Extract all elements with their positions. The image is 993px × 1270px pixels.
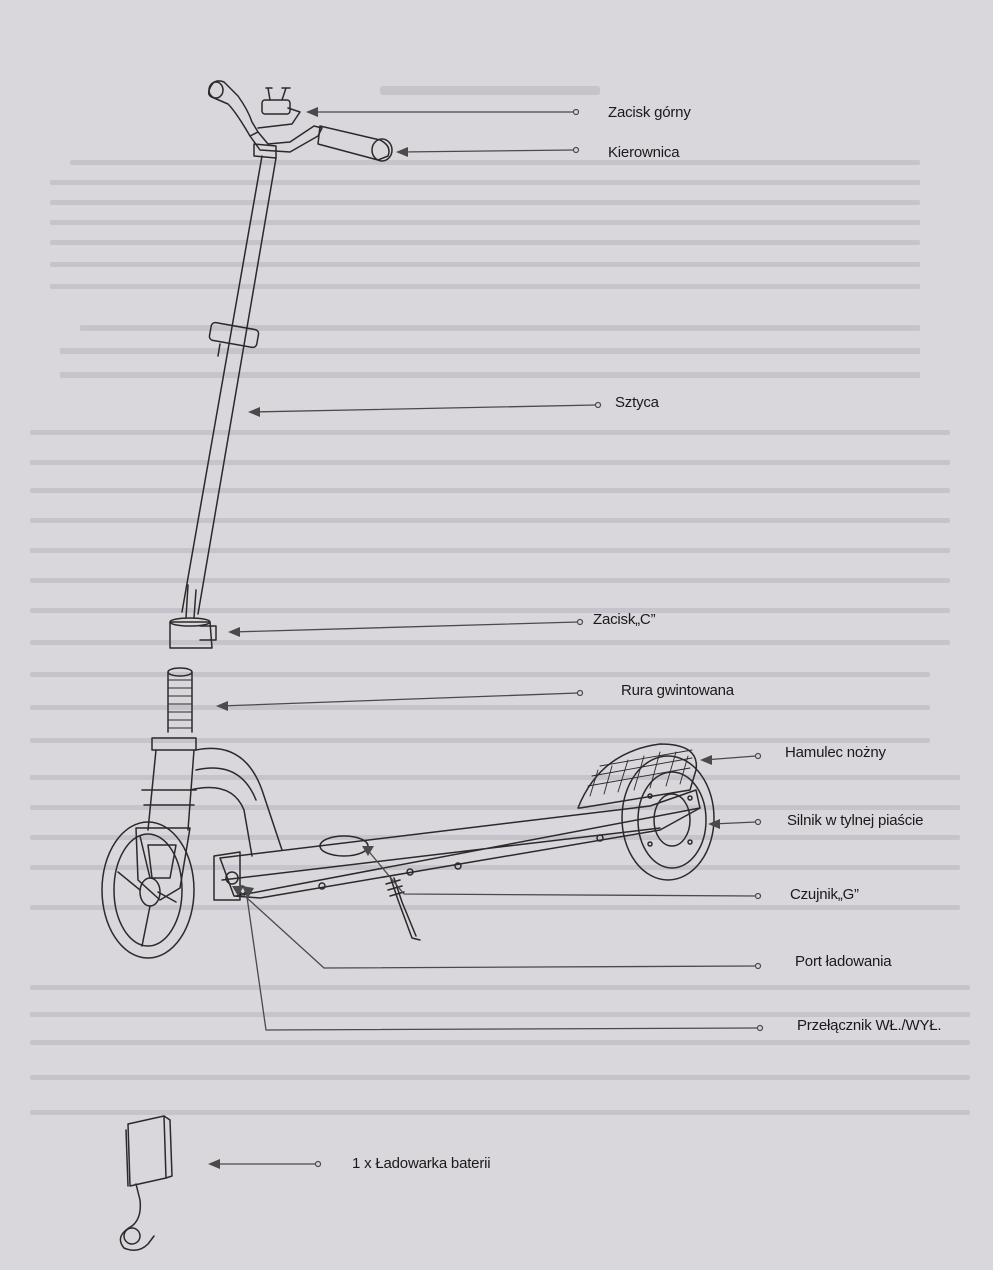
label-foot-brake: Hamulec nożny xyxy=(785,744,886,761)
arrowheads xyxy=(208,107,720,1169)
label-c-clamp: Zacisk„C” xyxy=(593,611,656,628)
neck-drawing xyxy=(189,747,283,857)
rear-wheel-drawing xyxy=(621,755,715,881)
kickstand-drawing xyxy=(385,875,421,941)
stem-drawing xyxy=(181,155,277,619)
battery-charger-drawing xyxy=(119,1115,173,1251)
label-g-sensor: Czujnik„G” xyxy=(790,886,859,903)
threaded-tube-drawing xyxy=(167,667,193,733)
head-tube-drawing xyxy=(135,737,197,901)
foot-brake-drawing xyxy=(577,743,698,809)
label-top-clamp: Zacisk górny xyxy=(608,104,691,121)
front-wheel-drawing xyxy=(101,821,195,959)
leader-lines xyxy=(211,111,759,1165)
handlebar-drawing xyxy=(207,80,393,162)
label-rear-hub-motor: Silnik w tylnej piaście xyxy=(787,812,924,829)
label-threaded-tube: Rura gwintowana xyxy=(621,682,734,699)
label-handlebar: Kierownica xyxy=(608,144,680,161)
label-stem: Sztyca xyxy=(615,394,659,411)
label-charging-port: Port ładowania xyxy=(795,953,892,970)
label-power-switch: Przełącznik WŁ./WYŁ. xyxy=(797,1017,942,1034)
label-battery-charger: 1 x Ładowarka baterii xyxy=(352,1155,491,1172)
c-clamp-drawing xyxy=(169,617,217,649)
leader-endpoints xyxy=(314,108,764,1168)
